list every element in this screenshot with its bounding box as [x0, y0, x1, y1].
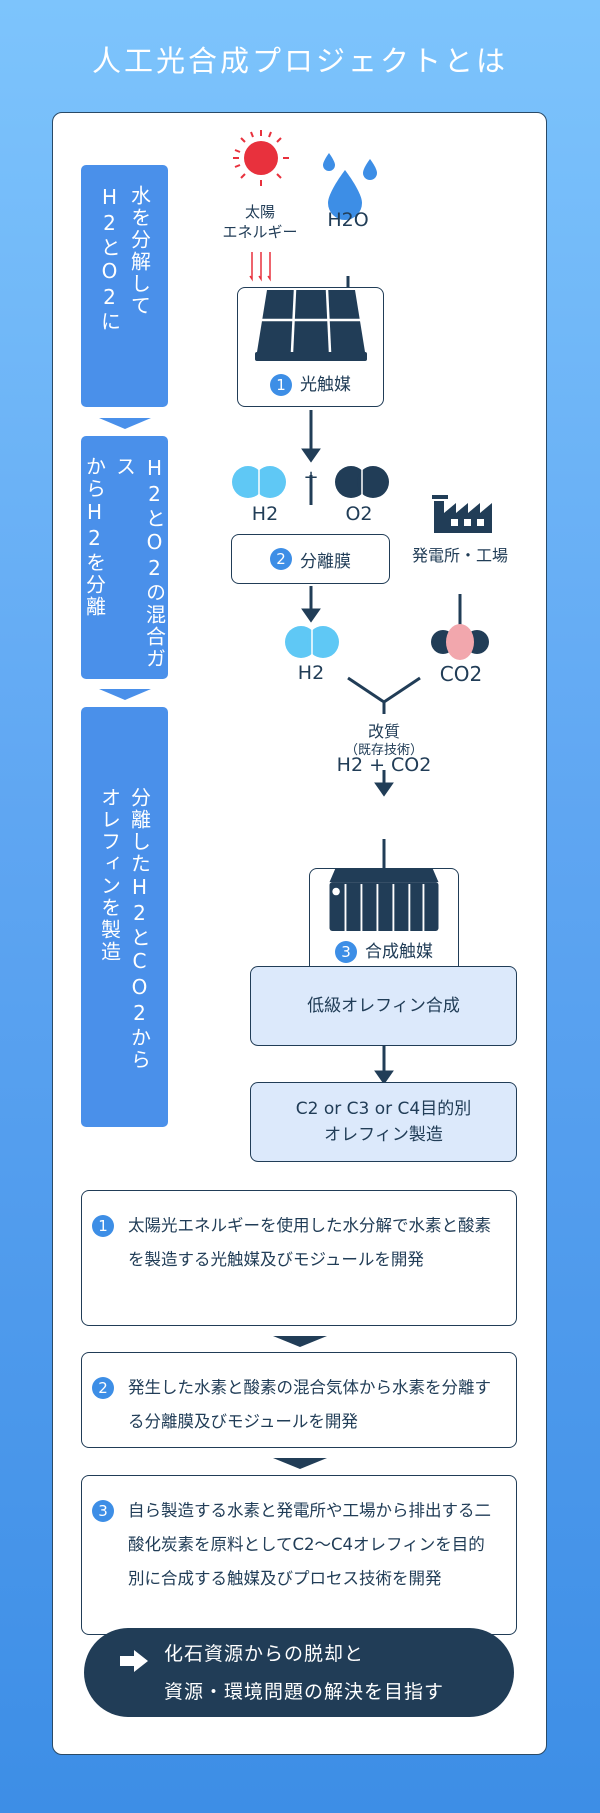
product-label-2: オレフィン製造 — [324, 1125, 443, 1145]
step-number-badge: 3 — [335, 941, 357, 963]
stage-1-text-2: H2とO2に — [97, 185, 122, 333]
plus-sign: + — [303, 467, 319, 488]
reactor-icon — [329, 869, 439, 931]
sunlight-arrows-icon — [249, 252, 271, 282]
stage-2-text-1: H2とO2の混合ガス — [112, 456, 167, 670]
step-3-label: 合成触媒 — [365, 942, 433, 962]
h2-label-b: H2 — [297, 662, 325, 684]
step-number-badge: 3 — [92, 1500, 114, 1522]
description-1: 1 太陽光エネルギーを使用した水分解で水素と酸素を製造する光触媒及びモジュールを開… — [81, 1190, 517, 1326]
stage-3: 分離したH2とCO2からオレフィンを製造 — [81, 707, 168, 1127]
chevron-down-icon — [99, 689, 151, 700]
step-1-photocatalyst-box: 1 光触媒 — [237, 287, 384, 407]
water-drop-icon — [323, 153, 377, 220]
o2-label: O2 — [345, 503, 373, 525]
triangle-down-icon — [273, 1336, 327, 1347]
reform-label: 改質 — [367, 722, 400, 741]
olefin-synthesis-label: 低級オレフィン合成 — [307, 996, 460, 1016]
factory-label: 発電所・工場 — [411, 546, 508, 565]
chevron-down-icon — [99, 418, 151, 429]
description-2-text: 発生した水素と酸素の混合気体から水素を分離する分離膜及びモジュールを開発 — [128, 1378, 491, 1431]
o2-molecule-icon — [335, 466, 389, 498]
sun-label-2: エネルギー — [222, 223, 298, 241]
co2-label: CO2 — [439, 662, 483, 686]
step-2-label: 分離膜 — [300, 551, 351, 572]
arrow-right-icon — [120, 1650, 148, 1672]
page-title: 人工光合成プロジェクトとは — [91, 44, 508, 78]
solar-panel-icon — [254, 289, 367, 361]
stage-2-text-2: からH2を分離 — [82, 456, 107, 618]
step-number-badge: 2 — [92, 1377, 114, 1399]
description-3-text: 自ら製造する水素と発電所や工場から排出する二酸化炭素を原料としてC2～C4オレフ… — [128, 1501, 491, 1588]
h2-molecule-icon — [285, 626, 339, 658]
goal-banner: 化石資源からの脱却と資源・環境問題の解決を目指す — [84, 1628, 514, 1717]
description-2: 2 発生した水素と酸素の混合気体から水素を分離する分離膜及びモジュールを開発 — [81, 1352, 517, 1448]
stage-1-text-1: 水を分解して — [127, 185, 152, 317]
goal-line-1: 化石資源からの脱却と — [164, 1643, 365, 1665]
sun-icon — [233, 130, 289, 186]
stage-2: H2とO2の混合ガスからH2を分離 — [81, 436, 168, 679]
step-1-label: 光触媒 — [300, 375, 351, 395]
step-number-badge: 2 — [270, 548, 292, 570]
h2-co2-molecules — [285, 624, 489, 660]
solar-energy-label: 太陽エネルギー — [205, 202, 315, 242]
description-3: 3 自ら製造する水素と発電所や工場から排出する二酸化炭素を原料としてC2～C4オレ… — [81, 1475, 517, 1635]
reform-note: （既存技術） — [344, 743, 423, 758]
olefin-product-box: C2 or C3 or C4目的別オレフィン製造 — [250, 1082, 517, 1162]
triangle-down-icon — [273, 1458, 327, 1469]
step-3-synthesis-catalyst-box: 3 合成触媒 — [309, 868, 459, 974]
step-number-badge: 1 — [270, 374, 292, 396]
water-label: H2O — [327, 209, 369, 231]
olefin-synthesis-box: 低級オレフィン合成 — [250, 966, 517, 1046]
stage-3-text-1: 分離したH2とCO2から — [127, 787, 152, 1071]
sun-label-1: 太陽 — [244, 203, 275, 221]
goal-line-2: 資源・環境問題の解決を目指す — [164, 1681, 445, 1703]
co2-molecule-icon — [431, 624, 489, 660]
stage-3-text-2: オレフィンを製造 — [97, 787, 122, 963]
h2-co2-mix-label: H2 + CO2 — [336, 754, 432, 776]
description-1-text: 太陽光エネルギーを使用した水分解で水素と酸素を製造する光触媒及びモジュールを開発 — [128, 1216, 491, 1269]
h2-o2-molecules — [232, 466, 389, 498]
step-2-membrane-box: 2 分離膜 — [231, 534, 390, 584]
h2-molecule-icon — [232, 466, 286, 498]
factory-icon — [432, 495, 492, 533]
step-number-badge: 1 — [92, 1215, 114, 1237]
h2-label: H2 — [251, 503, 279, 525]
product-label-1: C2 or C3 or C4目的別 — [295, 1099, 472, 1119]
